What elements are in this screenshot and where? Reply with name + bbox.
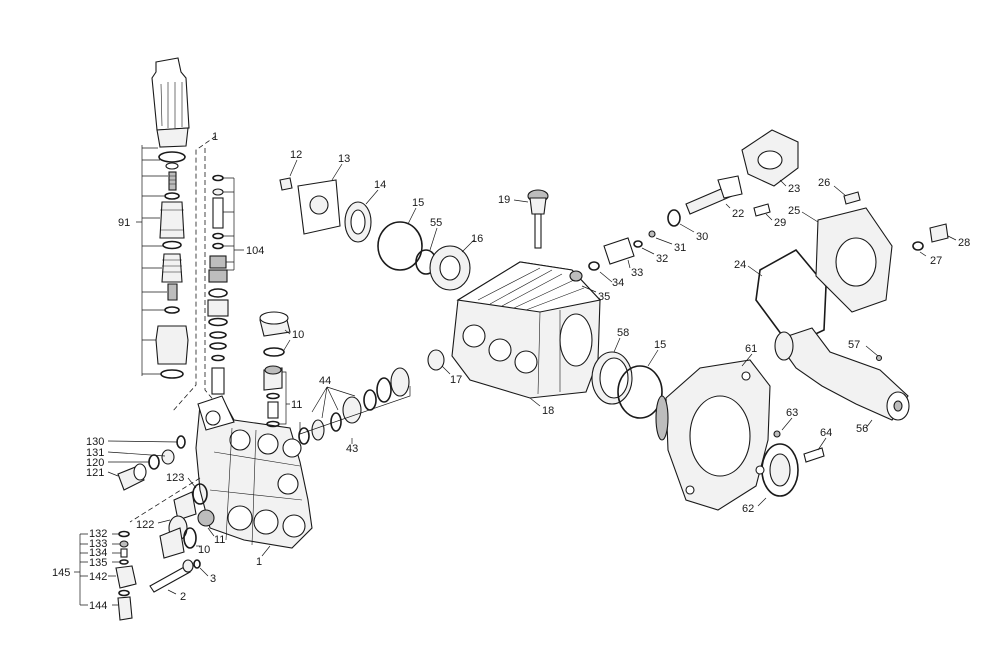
callout-63: 63 (786, 407, 798, 419)
callout-122: 122 (136, 519, 154, 531)
callout-34: 34 (612, 277, 624, 289)
callout-13: 13 (338, 153, 350, 165)
pump-manifold (195, 395, 313, 549)
callout-27: 27 (930, 255, 942, 267)
callout-17: 17 (450, 374, 462, 386)
callout-25: 25 (788, 205, 800, 217)
callout-23: 23 (788, 183, 800, 195)
cover-parts (279, 177, 471, 291)
callout-1: 1 (256, 556, 262, 568)
callout-120: 120 (86, 457, 104, 469)
callout-19: 19 (498, 194, 510, 206)
callout-10b: 10 (292, 329, 304, 341)
callout-18: 18 (542, 405, 554, 417)
callout-134: 134 (89, 547, 107, 559)
valve-kit-104 (207, 174, 229, 395)
callout-57: 57 (848, 339, 860, 351)
valve-11-upper (263, 365, 283, 428)
callout-32: 32 (656, 253, 668, 265)
callout-44: 44 (319, 375, 331, 387)
callout-142: 142 (89, 571, 107, 583)
callout-91: 91 (118, 217, 130, 229)
callout-29: 29 (774, 217, 786, 229)
callout-133: 133 (89, 538, 107, 550)
callout-15b: 15 (654, 339, 666, 351)
callout-24: 24 (734, 259, 746, 271)
callout-14: 14 (374, 179, 386, 191)
plug-10-upper (259, 311, 291, 357)
callout-58: 58 (617, 327, 629, 339)
seal-kit-43 (298, 367, 410, 445)
callout-56: 56 (856, 423, 868, 435)
callout-132: 132 (89, 528, 107, 540)
callout-3: 3 (210, 573, 216, 585)
callout-10: 10 (198, 544, 210, 556)
callout-22: 22 (732, 208, 744, 220)
callout-11: 11 (214, 534, 225, 546)
fittings-123-122 (159, 483, 215, 559)
callout-11b: 11 (291, 399, 302, 411)
connecting-rod-parts (569, 129, 799, 282)
callout-144: 144 (89, 600, 107, 612)
callout-130: 130 (86, 436, 104, 448)
crankcase (451, 261, 602, 399)
callout-31: 31 (674, 242, 686, 254)
callout-123: 123 (166, 472, 184, 484)
callout-61: 61 (745, 343, 757, 355)
callout-43: 43 (346, 443, 358, 455)
rear-cover (755, 191, 949, 348)
callout-12: 12 (290, 149, 302, 161)
callout-62: 62 (742, 503, 754, 515)
callout-2: 2 (180, 591, 186, 603)
callout-131: 131 (86, 447, 104, 459)
callout-33: 33 (631, 267, 643, 279)
callout-28: 28 (958, 237, 970, 249)
inlet-fittings (117, 435, 186, 491)
callout-135: 135 (89, 557, 107, 569)
callout-16: 16 (471, 233, 483, 245)
callout-104: 104 (246, 245, 264, 257)
callout-35: 35 (598, 291, 610, 303)
bolt-2 (149, 559, 201, 593)
callout-64: 64 (820, 427, 832, 439)
callout-26: 26 (818, 177, 830, 189)
seal-17 (427, 349, 445, 371)
unloader-valve-assembly (151, 57, 190, 379)
callout-145: 145 (52, 567, 70, 579)
callout-55: 55 (430, 217, 442, 229)
bearing-58-ring-15 (591, 351, 663, 419)
injector-assembly-145 (115, 530, 137, 621)
callout-30: 30 (696, 231, 708, 243)
crankshaft (774, 327, 910, 421)
gear-flange (655, 359, 825, 511)
callout-15: 15 (412, 197, 424, 209)
oil-dipstick-19 (527, 189, 549, 249)
callout-121: 121 (86, 467, 104, 479)
callout-1b: 1 (212, 131, 218, 143)
